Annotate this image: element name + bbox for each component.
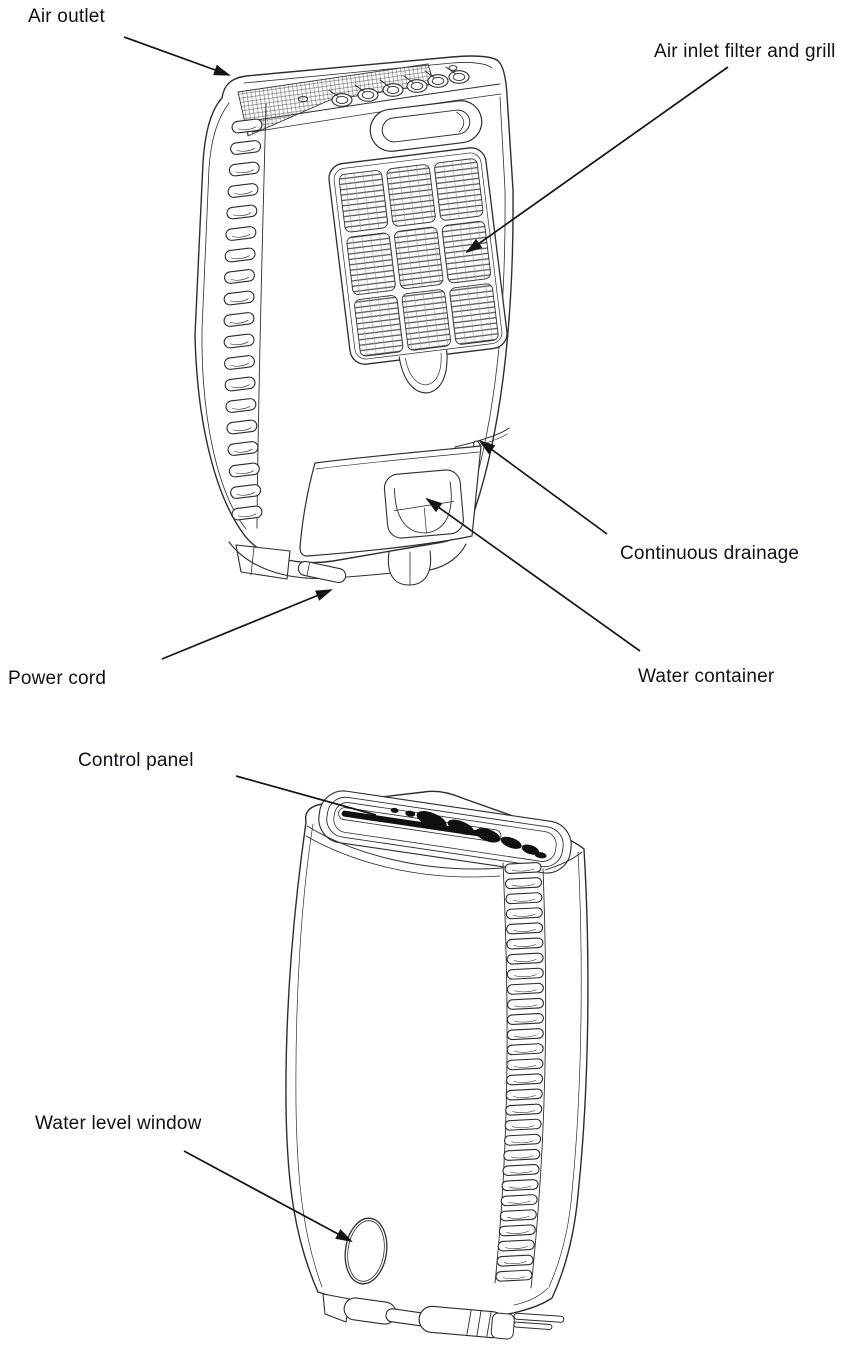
figure-front-view: [285, 790, 589, 1340]
label-continuous-drainage: Continuous drainage: [620, 543, 800, 564]
screw: [298, 95, 308, 103]
leader-air-outlet: [123, 36, 231, 76]
leader-lines: [123, 36, 729, 1242]
base-feet: [228, 541, 467, 586]
label-control-panel: Control panel: [78, 750, 194, 771]
power-cord-plug: [322, 1293, 565, 1340]
carry-handle: [369, 100, 483, 152]
label-water-container: Water container: [638, 666, 775, 687]
container-handle-recess: [383, 469, 464, 539]
label-air-outlet: Air outlet: [28, 6, 105, 27]
water-container: [299, 445, 482, 557]
leader-continuous-drainage: [478, 439, 608, 535]
figure-back-view: [194, 55, 514, 586]
power-cord: [297, 560, 347, 584]
leader-air-inlet-filter: [465, 66, 729, 254]
water-level-window: [344, 1217, 388, 1285]
label-power-cord: Power cord: [8, 668, 107, 689]
leader-water-container: [425, 497, 641, 652]
control-knobs: [298, 65, 470, 107]
leader-control-panel: [235, 775, 377, 816]
control-panel: [318, 790, 572, 874]
leader-water-level-window: [183, 1150, 353, 1242]
label-air-inlet-filter: Air inlet filter and grill: [654, 41, 836, 62]
label-water-level-window: Water level window: [35, 1113, 202, 1134]
panel-graphics: [338, 807, 547, 859]
screw: [448, 65, 458, 71]
leader-power-cord: [161, 589, 333, 660]
filter-tab: [398, 349, 448, 394]
